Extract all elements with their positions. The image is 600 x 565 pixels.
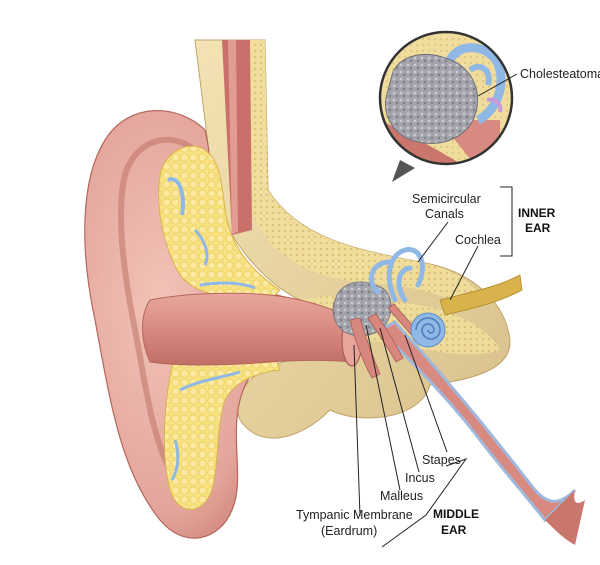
eustachian-tube: [377, 320, 577, 523]
label-canals: Canals: [425, 207, 464, 221]
label-cochlea: Cochlea: [455, 233, 501, 247]
cholesteatoma-magnified: [385, 53, 478, 144]
malleus: [349, 317, 381, 379]
label-middle-ear: EAR: [441, 523, 467, 537]
label-stapes: Stapes: [422, 453, 461, 467]
leader-lines: [353, 73, 518, 548]
label-inner: INNER: [518, 206, 556, 220]
label-cholesteatoma: Cholesteatoma: [520, 67, 600, 81]
label-incus: Incus: [405, 471, 435, 485]
label-tympanic: Tympanic Membrane: [296, 508, 413, 522]
magnifier-inset: [378, 30, 514, 182]
label-middle: MIDDLE: [433, 507, 479, 521]
label-inner-ear: EAR: [525, 221, 551, 235]
ear-canal: [142, 292, 353, 366]
semicircular-canals: [368, 247, 425, 303]
nerve: [439, 274, 523, 316]
incus: [367, 313, 404, 363]
label-semicircular: Semicircular: [412, 192, 481, 206]
label-eardrum: (Eardrum): [321, 524, 377, 538]
cochlea: [410, 312, 446, 348]
label-malleus: Malleus: [380, 489, 423, 503]
